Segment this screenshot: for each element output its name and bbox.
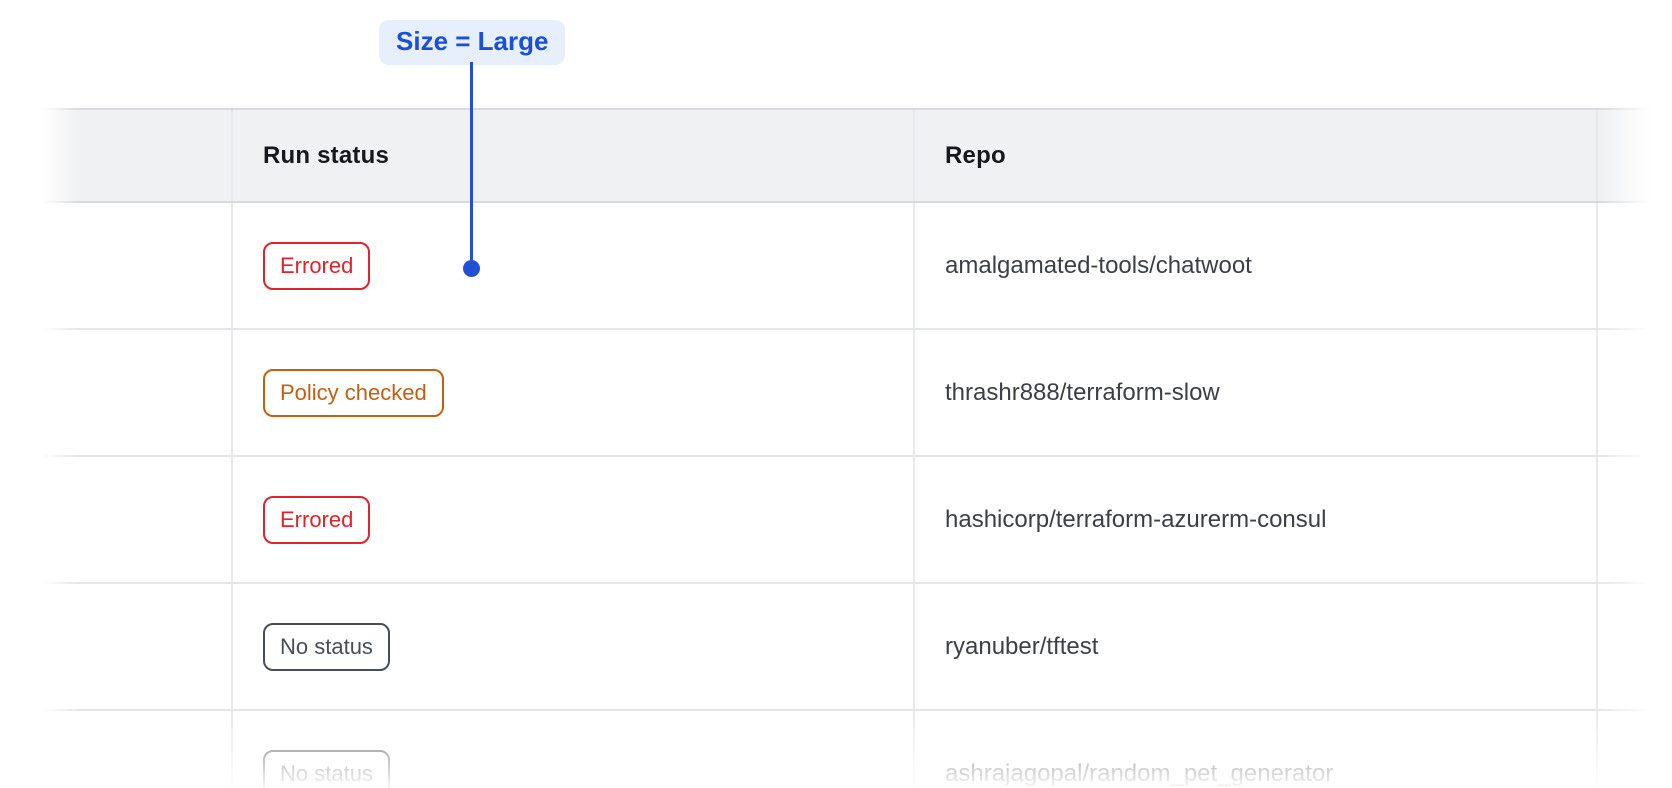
repo-name: ashrajagopal/random_pet_generator — [945, 759, 1334, 787]
annotation-dot — [463, 260, 480, 277]
column-header-repo-label: Repo — [945, 141, 1006, 169]
workspace-table: Run status Repo Errored amalgamated-tool… — [42, 108, 1672, 788]
column-header-run-status: Run status — [233, 110, 915, 201]
row-cell-empty — [42, 584, 233, 709]
run-status-cell: Policy checked — [233, 330, 915, 455]
repo-name: thrashr888/terraform-slow — [945, 378, 1220, 406]
row-cell-empty — [42, 457, 233, 582]
column-header-run-status-label: Run status — [263, 141, 390, 169]
status-badge: No status — [263, 622, 390, 671]
table-header-row: Run status Repo — [42, 108, 1672, 203]
repo-cell: thrashr888/terraform-slow — [915, 330, 1598, 455]
run-status-cell: No status — [233, 584, 915, 709]
status-badge: Errored — [263, 241, 371, 290]
table-row[interactable]: No status ryanuber/tftest — [42, 584, 1672, 711]
annotation-connector-line — [470, 62, 473, 260]
repo-cell: hashicorp/terraform-azurerm-consul — [915, 457, 1598, 582]
row-cell-overflow — [1598, 711, 1672, 788]
table-row[interactable]: Errored amalgamated-tools/chatwoot — [42, 203, 1672, 330]
run-status-cell: Errored — [233, 457, 915, 582]
repo-name: ryanuber/tftest — [945, 632, 1099, 660]
row-cell-overflow — [1598, 330, 1672, 455]
table-row[interactable]: Errored hashicorp/terraform-azurerm-cons… — [42, 457, 1672, 584]
run-status-cell: Errored — [233, 203, 915, 328]
repo-name: amalgamated-tools/chatwoot — [945, 251, 1252, 279]
column-header-repo: Repo — [915, 110, 1598, 201]
header-cell-empty — [42, 110, 233, 201]
status-badge: Policy checked — [263, 368, 444, 417]
row-cell-empty — [42, 330, 233, 455]
row-cell-overflow — [1598, 457, 1672, 582]
row-cell-overflow — [1598, 203, 1672, 328]
row-cell-empty — [42, 711, 233, 788]
repo-cell: ryanuber/tftest — [915, 584, 1598, 709]
repo-name: hashicorp/terraform-azurerm-consul — [945, 505, 1327, 533]
header-cell-overflow — [1598, 110, 1672, 201]
size-annotation-label: Size = Large — [379, 20, 566, 65]
table-row[interactable]: Policy checked thrashr888/terraform-slow — [42, 330, 1672, 457]
table-row[interactable]: No status ashrajagopal/random_pet_genera… — [42, 711, 1672, 788]
repo-cell: ashrajagopal/random_pet_generator — [915, 711, 1598, 788]
status-badge: Errored — [263, 495, 371, 544]
row-cell-overflow — [1598, 584, 1672, 709]
row-cell-empty — [42, 203, 233, 328]
repo-cell: amalgamated-tools/chatwoot — [915, 203, 1598, 328]
status-badge: No status — [263, 749, 390, 788]
run-status-cell: No status — [233, 711, 915, 788]
